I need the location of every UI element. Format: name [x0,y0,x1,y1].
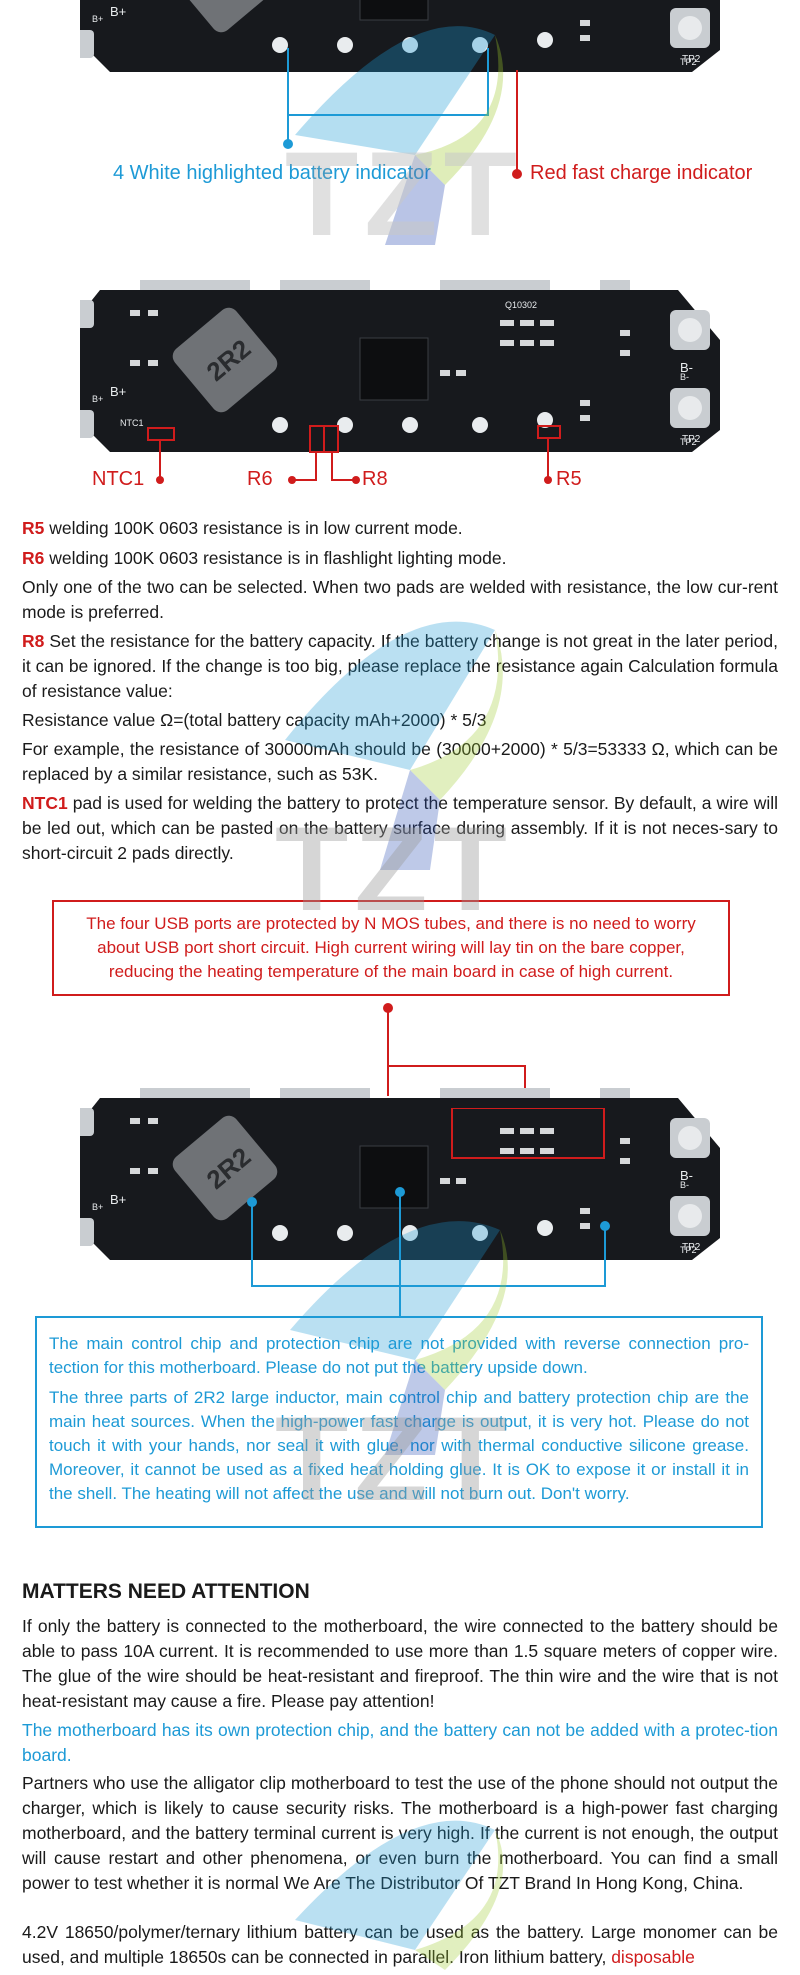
para-r6: R6 welding 100K 0603 resistance is in fl… [22,546,778,571]
para-example: For example, the resistance of 30000mAh … [22,739,778,784]
heat-source-callouts [247,1108,610,1316]
label-r5: R5 [556,468,582,490]
key-r5: R5 [22,518,45,538]
attention-p1: If only the battery is connected to the … [22,1616,778,1711]
white-indicator-label: 4 White highlighted battery indicator [113,162,431,184]
pcb-image-middle: 2R2 B+ B- TP2 NTC1 Q10302 [73,279,721,455]
attention-p3: Partners who use the alligator clip moth… [22,1773,778,1893]
attention-heading: MATTERS NEED ATTENTION [22,1580,310,1603]
pcb-image-bottom: 2R2 B+ B- TP2 [73,1087,721,1263]
silk-tp2: TP2 [682,1242,701,1253]
para-ntc1: NTC1 pad is used for welding the battery… [22,791,778,866]
indicator-callout-lines [283,48,522,179]
silk-b-plus: B+ [110,1192,127,1207]
silk-b-plus: B+ [110,384,127,399]
pcb-image-top: B+ TP2 [73,0,721,75]
silk-tp2: TP2 [682,434,701,445]
para-r8: R8 Set the resistance for the battery ca… [22,629,778,704]
heat-note-p1: The main control chip and protection chi… [49,1334,749,1377]
attention-p4-red: disposable [611,1947,695,1967]
silk-chip-q: Q10302 [505,300,538,310]
attention-p2: The motherboard has its own protection c… [22,1720,778,1765]
usb-note-connector [383,1003,526,1096]
red-indicator-label: Red fast charge indicator [530,162,753,184]
text-r5: welding 100K 0603 resistance is in low c… [44,518,463,538]
para-one-of-two: Only one of the two can be selected. Whe… [22,577,778,622]
silk-b-plus: B+ [110,4,127,19]
resistor-callout-lines [147,425,561,484]
silk-tp2: TP2 [682,54,701,65]
silk-ntc: NTC1 [120,418,144,428]
para-r5: R5 welding 100K 0603 resistance is in lo… [22,516,778,541]
heat-note-p2: The three parts of 2R2 large inductor, m… [49,1388,749,1503]
text-r6: welding 100K 0603 resistance is in flash… [44,548,507,568]
usb-protection-note: The four USB ports are protected by N MO… [52,900,730,996]
label-r6: R6 [247,468,273,490]
key-r6: R6 [22,548,45,568]
label-ntc1: NTC1 [92,468,145,490]
silk-b-minus: B- [680,360,693,375]
heat-warning-note: The main control chip and protection chi… [35,1316,763,1528]
key-r8: R8 [22,631,45,651]
text-r8: Set the resistance for the battery capac… [22,631,778,701]
key-ntc1: NTC1 [22,793,68,813]
text-ntc1: pad is used for welding the battery to p… [22,793,778,863]
attention-p4: 4.2V 18650/polymer/ternary lithium batte… [22,1920,778,1970]
para-formula: Resistance value Ω=(total battery capaci… [22,710,487,730]
label-r8: R8 [362,468,388,490]
attention-p4-text: 4.2V 18650/polymer/ternary lithium batte… [22,1922,778,1967]
silk-b-minus: B- [680,1168,693,1183]
